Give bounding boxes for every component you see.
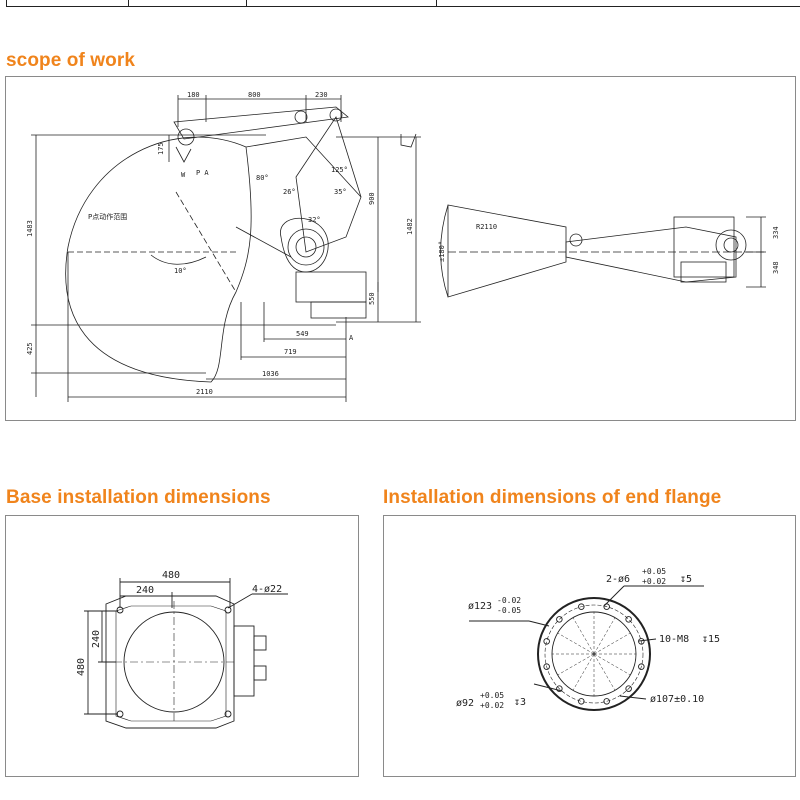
flange-outer-circle xyxy=(537,597,651,711)
dim-180: 180 xyxy=(187,91,200,99)
robot-base xyxy=(295,271,367,303)
work-envelope-outline xyxy=(65,136,252,383)
dim-92-tol-lower: +0.02 xyxy=(480,701,504,710)
flange-bolt-hole xyxy=(578,603,585,610)
dim-240-left: 240 xyxy=(91,630,102,648)
dim-2110: 2110 xyxy=(196,388,213,396)
dim-348: 348 xyxy=(772,261,780,274)
dim-175: 175 xyxy=(157,142,165,155)
marker-a: A xyxy=(349,334,354,342)
side-w: W xyxy=(181,171,186,179)
flange-bolt-hole xyxy=(543,663,550,670)
flange-panel: ø123 -0.02 -0.05 2-ø6 +0.05 +0.02 ↧5 10-… xyxy=(383,515,796,777)
flange-radial-line xyxy=(557,632,595,655)
flange-radial-line xyxy=(572,653,595,691)
flange-bolt-hole xyxy=(556,685,563,692)
holes-4-22: 4-ø22 xyxy=(252,584,282,595)
flange-bolt-hole xyxy=(578,698,585,705)
flange-radial-line xyxy=(593,617,616,655)
flange-radial-line xyxy=(593,653,631,676)
flange-radial-line xyxy=(572,617,595,655)
base-panel: 480 240 4-ø22 480 240 xyxy=(5,515,359,777)
holes-6: 2-ø6 xyxy=(606,574,630,585)
dim-480-top: 480 xyxy=(162,570,180,581)
dim-1482: 1482 xyxy=(406,218,414,235)
flange-bolt-hole xyxy=(603,698,610,705)
top-table-remnant xyxy=(6,0,800,7)
dim-92-depth: ↧3 xyxy=(514,697,526,708)
dim-107: ø107±0.10 xyxy=(650,694,704,705)
scope-panel: 180 800 230 175 1483 425 900 1482 550 54… xyxy=(5,76,796,421)
base-drawing: 480 240 4-ø22 480 240 xyxy=(76,570,288,729)
dim-123: ø123 xyxy=(468,601,492,612)
dim-800: 800 xyxy=(248,91,261,99)
angle-26: 26° xyxy=(283,188,296,196)
angle-80: 80° xyxy=(256,174,269,182)
table-cell-divider xyxy=(128,0,129,6)
flange-heading: Installation dimensions of end flange xyxy=(383,487,722,508)
table-cell-divider xyxy=(246,0,247,6)
table-cell-divider xyxy=(436,0,437,6)
dim-123-tol-lower: -0.05 xyxy=(497,606,521,615)
top-view-radius: R2110 xyxy=(476,223,497,231)
dim-425: 425 xyxy=(26,342,34,355)
holes-6-depth: ↧5 xyxy=(680,574,692,585)
pa-label: P A xyxy=(196,169,209,177)
dim-123-tol-upper: -0.02 xyxy=(497,596,521,605)
dim-550: 550 xyxy=(368,292,376,305)
dim-1036: 1036 xyxy=(262,370,279,378)
flange-bolt-hole xyxy=(638,638,645,645)
mount-hole xyxy=(224,606,232,614)
dim-1483-left: 1483 xyxy=(26,220,34,237)
lower-arm xyxy=(295,116,362,253)
holes-6-tol-lower: +0.02 xyxy=(642,577,666,586)
dim-719: 719 xyxy=(284,348,297,356)
flange-bolt-hole xyxy=(543,638,550,645)
upper-arm xyxy=(173,106,349,140)
angle-10: 10° xyxy=(174,267,187,275)
table-cell-divider xyxy=(6,0,7,6)
angle-32: 32° xyxy=(308,216,321,224)
dim-92: ø92 xyxy=(456,698,474,709)
angle-125: 125° xyxy=(331,166,348,174)
scope-drawing: 180 800 230 175 1483 425 900 1482 550 54… xyxy=(26,91,780,402)
dim-900: 900 xyxy=(368,192,376,205)
scope-heading: scope of work xyxy=(6,50,136,71)
flange-radial-line xyxy=(593,653,616,691)
flange-drawing: ø123 -0.02 -0.05 2-ø6 +0.05 +0.02 ↧5 10-… xyxy=(456,567,720,711)
flange-bolt-hole xyxy=(556,616,563,623)
base-heading: Base installation dimensions xyxy=(6,487,271,508)
angle-35: 35° xyxy=(334,188,347,196)
dim-334: 334 xyxy=(772,226,780,239)
dim-240-top: 240 xyxy=(136,585,154,596)
flange-bolt-hole xyxy=(625,616,632,623)
flange-bolt-hole xyxy=(625,685,632,692)
base-joint xyxy=(280,218,329,273)
dim-549: 549 xyxy=(296,330,309,338)
flange-bolt-hole xyxy=(638,663,645,670)
dim-480-left: 480 xyxy=(76,658,87,676)
mount-hole xyxy=(224,710,232,718)
thread-m8: 10-M8 xyxy=(659,634,689,645)
top-view-angle: ±180° xyxy=(438,241,446,262)
holes-6-tol-upper: +0.05 xyxy=(642,567,666,576)
dim-92-tol-upper: +0.05 xyxy=(480,691,504,700)
dim-230: 230 xyxy=(315,91,328,99)
flange-radial-line xyxy=(557,653,595,676)
thread-m8-depth: ↧15 xyxy=(702,634,720,645)
p-range-label: P点动作范围 xyxy=(88,212,127,221)
top-view-envelope xyxy=(447,204,567,298)
flange-radial-line xyxy=(593,632,631,655)
